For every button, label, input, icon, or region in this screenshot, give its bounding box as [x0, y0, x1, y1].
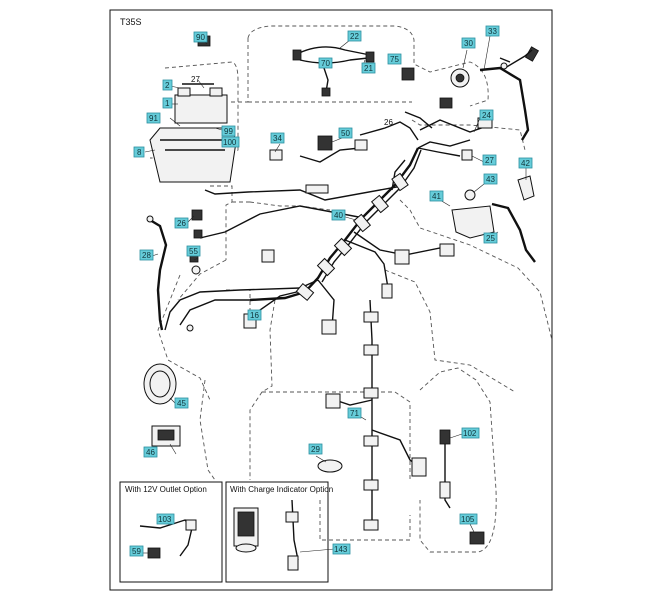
callout-tag[interactable]: 70 — [318, 57, 333, 69]
callout-tag[interactable]: 99 — [221, 125, 236, 137]
callout-tag[interactable]: 75 — [387, 53, 402, 65]
callout-tag[interactable]: 91 — [146, 112, 161, 124]
svg-text:105: 105 — [461, 515, 475, 524]
svg-text:30: 30 — [464, 39, 473, 48]
svg-text:22: 22 — [350, 32, 359, 41]
callout-tag[interactable]: 21 — [361, 62, 376, 74]
callout-tag[interactable]: 16 — [247, 309, 262, 321]
callout-tag[interactable]: 29 — [308, 443, 323, 455]
callout-tag[interactable]: 102 — [461, 427, 480, 439]
callout-tag[interactable]: 2 — [162, 79, 173, 91]
svg-text:40: 40 — [334, 211, 343, 220]
callout-tag[interactable]: 103 — [156, 513, 175, 525]
callout-tag[interactable]: 143 — [332, 543, 351, 555]
callout-tag[interactable]: 34 — [270, 132, 285, 144]
callout-tag[interactable]: 30 — [461, 37, 476, 49]
inset-charge-title: With Charge Indicator Option — [230, 485, 333, 494]
svg-text:59: 59 — [132, 547, 141, 556]
right-components — [401, 46, 540, 545]
svg-text:103: 103 — [158, 515, 172, 524]
callout-tag[interactable]: 27 — [482, 154, 497, 166]
callout-tag[interactable]: 22 — [347, 30, 362, 42]
svg-text:71: 71 — [350, 409, 359, 418]
svg-text:90: 90 — [196, 33, 205, 42]
svg-text:70: 70 — [321, 59, 330, 68]
svg-text:46: 46 — [146, 448, 155, 457]
svg-text:29: 29 — [311, 445, 320, 454]
callout-tag[interactable]: 59 — [129, 545, 144, 557]
callout-tag[interactable]: 40 — [331, 209, 346, 221]
diagram-code: T35S — [120, 17, 142, 27]
svg-text:26: 26 — [384, 118, 393, 127]
svg-text:99: 99 — [224, 127, 233, 136]
callout-tag[interactable]: 50 — [338, 127, 353, 139]
svg-text:55: 55 — [189, 247, 198, 256]
svg-text:2: 2 — [165, 81, 170, 90]
svg-text:102: 102 — [463, 429, 477, 438]
callout-tag[interactable]: 90 — [193, 31, 208, 43]
battery-assembly — [149, 35, 237, 183]
callout-tag[interactable]: 27 — [191, 75, 200, 84]
callout-tag[interactable]: 33 — [485, 25, 500, 37]
callout-tag[interactable]: 24 — [479, 109, 494, 121]
svg-text:1: 1 — [165, 99, 170, 108]
callout-tag[interactable]: 100 — [221, 136, 240, 148]
callout-tag[interactable]: 25 — [483, 232, 498, 244]
svg-text:45: 45 — [177, 399, 186, 408]
svg-text:91: 91 — [149, 114, 158, 123]
callout-tag[interactable]: 43 — [483, 173, 498, 185]
left-components — [143, 135, 343, 473]
callout-tag[interactable]: 26 — [174, 217, 189, 229]
callout-tag[interactable]: 45 — [174, 397, 189, 409]
mower-outline — [150, 25, 553, 553]
svg-text:26: 26 — [177, 219, 186, 228]
callout-tag[interactable]: 55 — [186, 245, 201, 257]
callout-tag[interactable]: 28 — [139, 249, 154, 261]
callout-tag[interactable]: 42 — [518, 157, 533, 169]
svg-text:34: 34 — [273, 134, 282, 143]
inset-charge-indicator: With Charge Indicator Option — [225, 481, 333, 583]
svg-text:24: 24 — [482, 111, 491, 120]
callout-tag[interactable]: 46 — [143, 446, 158, 458]
svg-text:16: 16 — [250, 311, 259, 320]
callout-tag[interactable]: 41 — [429, 190, 444, 202]
svg-text:75: 75 — [390, 55, 399, 64]
svg-text:41: 41 — [432, 192, 441, 201]
svg-text:27: 27 — [191, 75, 200, 84]
inset-12v-title: With 12V Outlet Option — [125, 485, 207, 494]
callout-tag[interactable]: 71 — [347, 407, 362, 419]
svg-text:21: 21 — [364, 64, 373, 73]
svg-text:42: 42 — [521, 159, 530, 168]
svg-text:25: 25 — [486, 234, 495, 243]
svg-text:27: 27 — [485, 156, 494, 165]
callout-tag[interactable]: 1 — [162, 97, 173, 109]
callout-tag[interactable]: 8 — [133, 146, 145, 158]
callout-tag[interactable]: 26 — [384, 118, 393, 127]
svg-text:8: 8 — [137, 148, 142, 157]
svg-text:28: 28 — [142, 251, 151, 260]
callout-tags: 90 2 27 1 91 99 100 8 22 70 21 75 30 33 … — [129, 25, 533, 557]
svg-text:100: 100 — [223, 138, 237, 147]
svg-text:143: 143 — [334, 545, 348, 554]
callout-tag[interactable]: 105 — [459, 513, 478, 525]
svg-text:33: 33 — [488, 27, 497, 36]
svg-text:50: 50 — [341, 129, 350, 138]
svg-text:43: 43 — [486, 175, 495, 184]
